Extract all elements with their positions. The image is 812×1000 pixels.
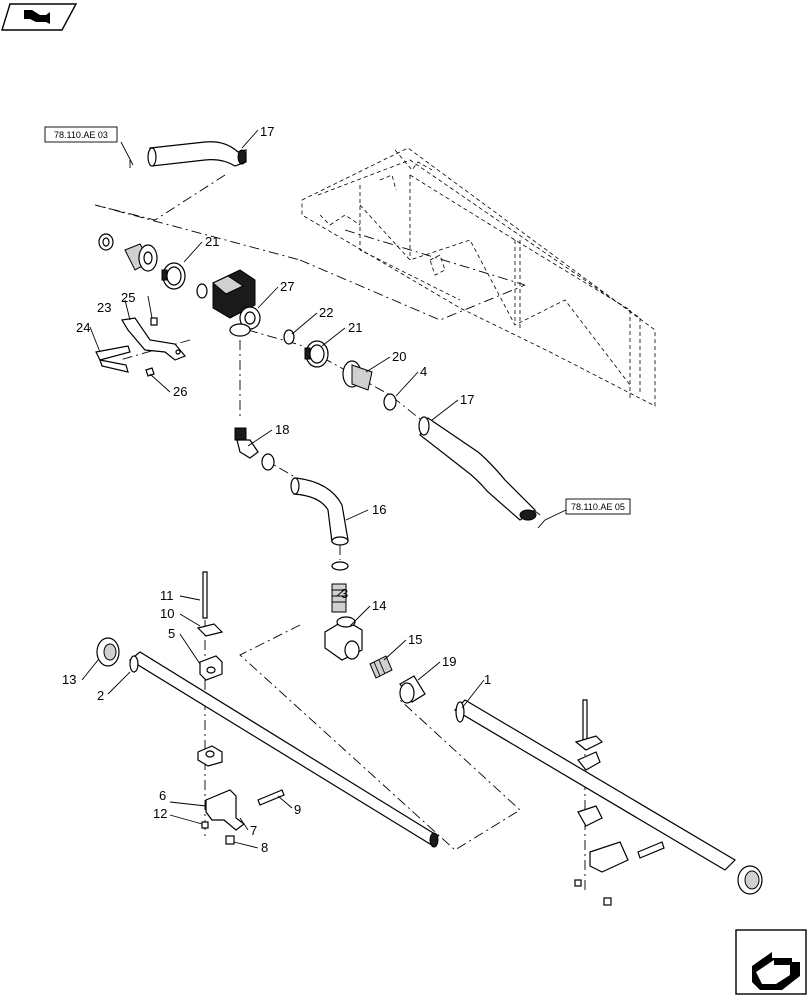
clip-3-ring[interactable]: [331, 561, 349, 571]
bolt-9[interactable]: [257, 789, 285, 806]
callout-21-upper: 21: [205, 234, 219, 249]
nut-8[interactable]: [225, 835, 235, 845]
callout-10: 10: [160, 606, 174, 621]
screw-26[interactable]: [145, 367, 155, 377]
callout-16: 16: [372, 502, 386, 517]
callout-24: 24: [76, 320, 90, 335]
callout-20: 20: [392, 349, 406, 364]
bracket-6-7[interactable]: [205, 789, 245, 831]
callout-11: 11: [160, 588, 174, 603]
nipple-15[interactable]: [369, 655, 393, 679]
boom-pipe-1[interactable]: [454, 699, 763, 895]
callout-1: 1: [484, 672, 491, 687]
reference-label: 78.110.AE 03: [54, 130, 108, 140]
cap-13[interactable]: [96, 637, 120, 667]
callout-15: 15: [408, 632, 422, 647]
callout-7: 7: [250, 823, 257, 838]
u-bolt-24[interactable]: [95, 345, 131, 373]
nut-12[interactable]: [201, 821, 209, 829]
boom-pipe-2[interactable]: [128, 651, 439, 848]
oring-22-upper[interactable]: [196, 283, 208, 299]
callout-labels: 17 21 27 23 25 24 26 22 21 20 4 17 18 16…: [62, 124, 491, 855]
elbow-18[interactable]: [234, 427, 275, 471]
clamp-21-right[interactable]: [304, 340, 329, 368]
leader-lines: [81, 129, 485, 849]
boom-frame: [301, 147, 656, 407]
next-page-arrow-icon[interactable]: [735, 929, 807, 995]
tee-14[interactable]: [324, 616, 363, 661]
reference-box-top-left[interactable]: 78.110.AE 03: [44, 126, 118, 143]
callout-22: 22: [319, 305, 333, 320]
hose-right[interactable]: [418, 416, 537, 521]
callout-26: 26: [173, 384, 187, 399]
clamp-21-upper[interactable]: [161, 262, 186, 290]
bracket-23[interactable]: [121, 317, 186, 361]
hose-16[interactable]: [290, 477, 349, 546]
callout-27: 27: [280, 279, 294, 294]
valve-body[interactable]: [212, 269, 261, 337]
oring-22-right[interactable]: [283, 329, 295, 345]
callout-17-right: 17: [460, 392, 474, 407]
callout-4: 4: [420, 364, 427, 379]
callout-12: 12: [153, 806, 167, 821]
reference-box-right[interactable]: 78.110.AE 05: [565, 498, 631, 515]
callout-13: 13: [62, 672, 76, 687]
book-arrow-icon[interactable]: [1, 3, 78, 31]
callout-19: 19: [442, 654, 456, 669]
callout-23: 23: [97, 300, 111, 315]
coupling-19[interactable]: [399, 675, 426, 704]
fitting-20-right[interactable]: [342, 360, 373, 391]
callout-17-top: 17: [260, 124, 274, 139]
right-clamp-assembly[interactable]: [574, 699, 665, 906]
callout-6: 6: [159, 788, 166, 803]
callout-5: 5: [168, 626, 175, 641]
nut-25[interactable]: [150, 317, 158, 326]
hose-upper[interactable]: [147, 141, 247, 167]
callout-2: 2: [97, 688, 104, 703]
callout-3: 3: [341, 586, 348, 601]
clamp-half-5-upper[interactable]: [199, 655, 223, 681]
callout-14: 14: [372, 598, 386, 613]
reference-label: 78.110.AE 05: [571, 502, 625, 512]
fitting-20-left[interactable]: [124, 243, 158, 272]
hose-clamp-left[interactable]: [98, 233, 114, 251]
callout-25: 25: [121, 290, 135, 305]
callout-9: 9: [294, 802, 301, 817]
callout-18: 18: [275, 422, 289, 437]
callout-8: 8: [261, 840, 268, 855]
callout-21-right: 21: [348, 320, 362, 335]
clamp-4[interactable]: [383, 393, 397, 411]
clamp-half-5-lower[interactable]: [197, 745, 223, 767]
washer-10[interactable]: [196, 623, 224, 637]
bolt-11[interactable]: [202, 571, 208, 619]
